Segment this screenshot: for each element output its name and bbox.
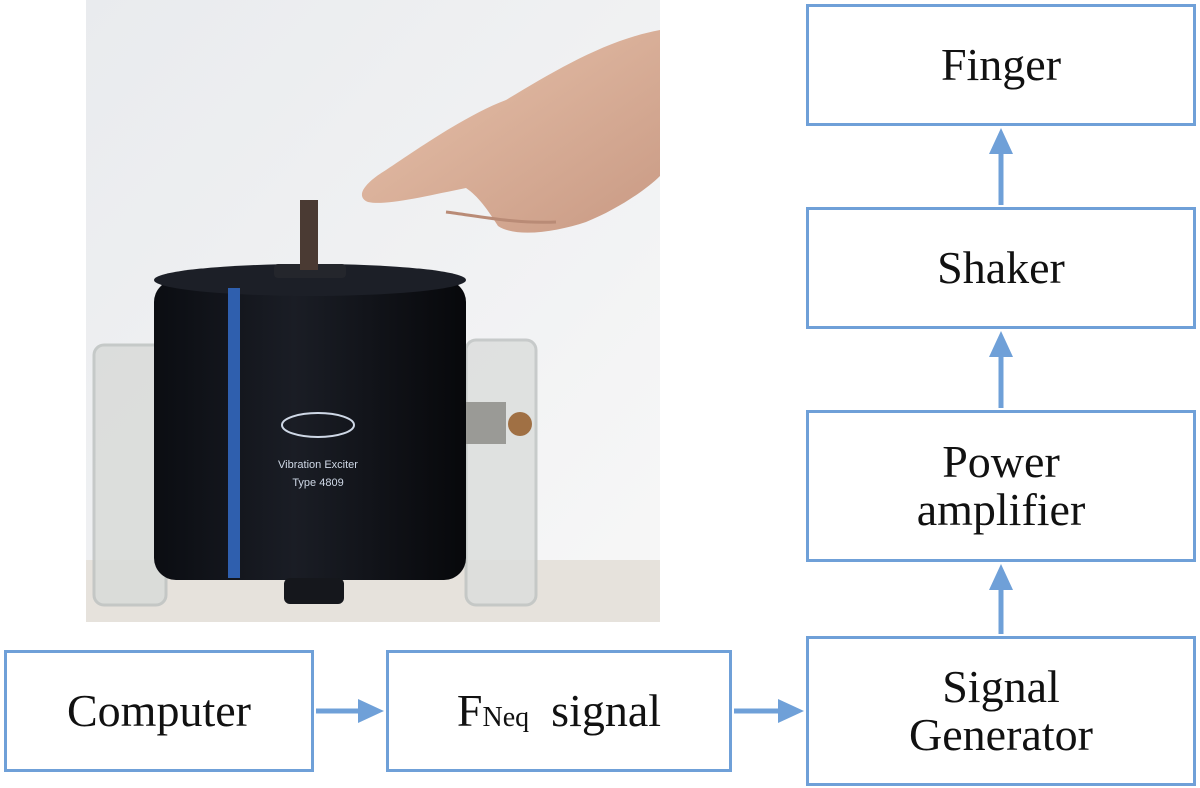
signal-generator-line2: Generator xyxy=(909,709,1093,760)
power-amplifier-line2: amplifier xyxy=(916,484,1086,535)
finger-block: Finger xyxy=(806,4,1196,126)
arrowhead-amplifier-to-shaker xyxy=(989,331,1013,357)
finger-label: Finger xyxy=(940,38,1062,90)
arrowhead-generator-to-amplifier xyxy=(989,564,1013,590)
power-amplifier-block: Power amplifier xyxy=(806,410,1196,562)
shaker-block: Shaker xyxy=(806,207,1196,329)
fneq-signal-block: F Neq signal xyxy=(386,650,732,772)
computer-block: Computer xyxy=(4,650,314,772)
fneq-signal-word: signal xyxy=(551,684,662,736)
power-amplifier-line1: Power xyxy=(942,435,1060,487)
fneq-subscript: Neq xyxy=(482,701,530,733)
fneq-signal-label: F Neq signal xyxy=(456,684,662,736)
signal-generator-block: Signal Generator xyxy=(806,636,1196,786)
shaker-label-2: Type 4809 xyxy=(292,477,343,489)
shaker-label-1: Vibration Exciter xyxy=(278,459,358,471)
arrowhead-fneq-to-generator xyxy=(778,699,804,723)
shaker-photo: Vibration Exciter Type 4809 xyxy=(86,0,660,622)
signal-generator-line1: Signal xyxy=(942,660,1060,712)
fneq-symbol: F xyxy=(456,684,483,736)
shaker-label: Shaker xyxy=(937,241,1065,293)
computer-label: Computer xyxy=(67,684,251,736)
arrowhead-shaker-to-finger xyxy=(989,128,1013,154)
arrowhead-computer-to-fneq xyxy=(358,699,384,723)
